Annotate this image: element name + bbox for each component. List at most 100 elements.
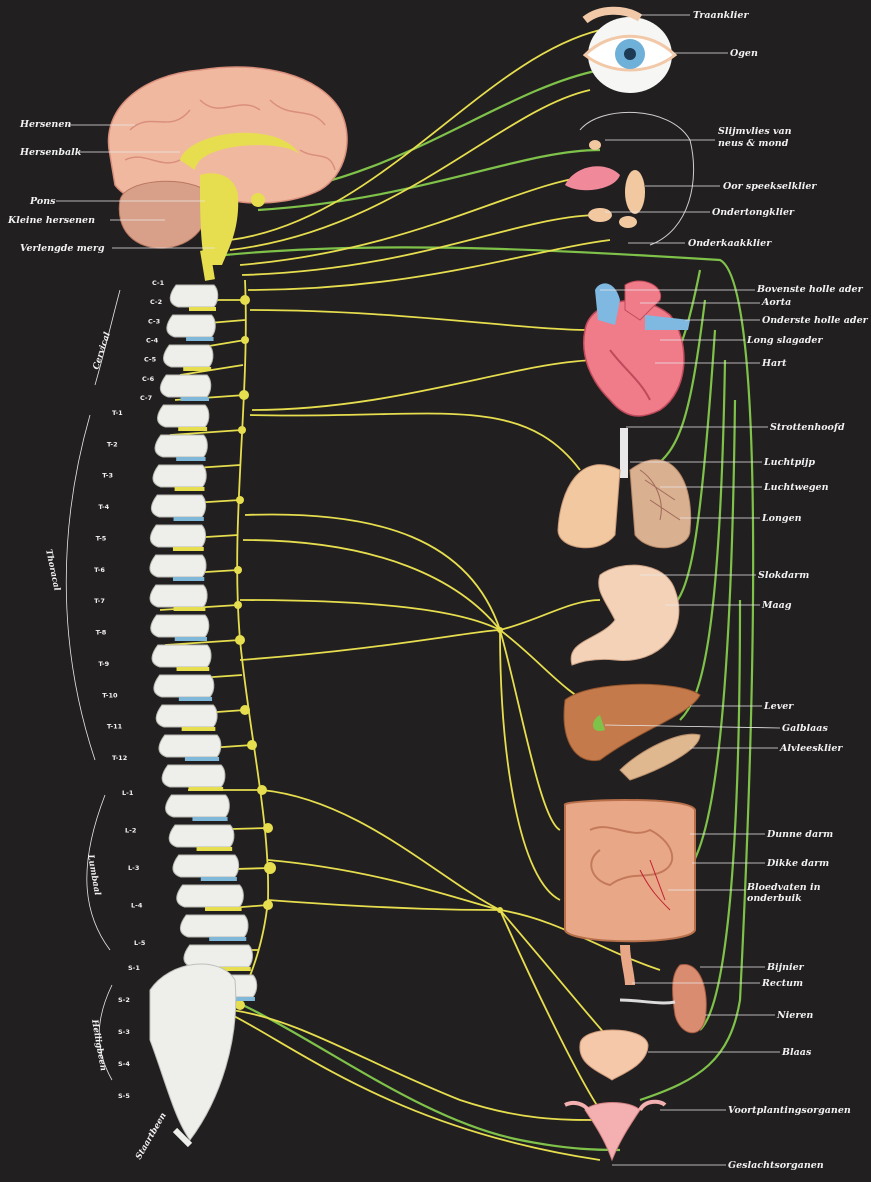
vertebra bbox=[153, 465, 206, 487]
label-region-heiligbeen: Heiligbeen bbox=[89, 1018, 108, 1072]
intervertebral-disc bbox=[173, 547, 204, 551]
vertebra bbox=[163, 345, 212, 367]
label-lever: Lever bbox=[763, 701, 794, 712]
label-alvleesklier: Alvleesklier bbox=[779, 743, 843, 754]
vertebra bbox=[170, 285, 218, 307]
label-dikke-darm: Dikke darm bbox=[766, 858, 829, 869]
intervertebral-disc bbox=[174, 607, 206, 611]
intervertebral-disc bbox=[174, 517, 204, 521]
label-hart: Hart bbox=[761, 358, 787, 369]
label-onderkaakklier: Onderkaakklier bbox=[688, 238, 772, 249]
vertebra-label: C-5 bbox=[144, 356, 157, 364]
reproductive-illustration bbox=[565, 1102, 665, 1160]
vertebra-label: S-3 bbox=[118, 1028, 130, 1036]
intervertebral-disc bbox=[189, 307, 216, 311]
vertebra-label: C-4 bbox=[146, 337, 159, 345]
label-region-thoracal: Thoracal bbox=[43, 549, 62, 593]
lungs-illustration bbox=[558, 428, 691, 548]
label-ogen: Ogen bbox=[730, 48, 758, 59]
intervertebral-disc bbox=[197, 847, 233, 851]
label-oor-speekselklier: Oor speekselklier bbox=[723, 181, 817, 192]
vertebra-label: T-12 bbox=[112, 754, 127, 762]
vertebra bbox=[160, 375, 210, 397]
label-kleine-hersenen: Kleine hersenen bbox=[7, 215, 95, 226]
vertebra-label: T-5 bbox=[96, 534, 107, 542]
label-blaas: Blaas bbox=[781, 1047, 812, 1058]
label-maag: Maag bbox=[761, 600, 792, 611]
vertebra bbox=[151, 495, 205, 517]
intervertebral-disc bbox=[186, 337, 213, 341]
vertebra bbox=[173, 855, 239, 877]
vertebra bbox=[166, 795, 230, 817]
vertebra bbox=[150, 555, 206, 577]
vertebra-label: L-1 bbox=[122, 789, 134, 797]
vertebra-label: T-2 bbox=[107, 440, 118, 448]
intervertebral-disc bbox=[192, 817, 227, 821]
label-luchtwegen: Luchtwegen bbox=[763, 482, 829, 493]
heart-illustration bbox=[584, 281, 690, 416]
label-galblaas: Galblaas bbox=[782, 723, 828, 734]
label-slijmvlies: Slijmvlies vanneus & mond bbox=[718, 126, 792, 149]
vertebra-label: T-8 bbox=[96, 629, 107, 637]
intervertebral-disc bbox=[205, 907, 242, 911]
label-long-slagader: Long slagader bbox=[746, 335, 823, 346]
intervertebral-disc bbox=[176, 457, 205, 461]
vertebra-label: T-3 bbox=[102, 472, 113, 480]
intervertebral-disc bbox=[185, 757, 219, 761]
label-aorta: Aorta bbox=[761, 297, 791, 308]
intervertebral-disc bbox=[173, 577, 204, 581]
vertebra-label: L-2 bbox=[125, 827, 136, 835]
label-longen: Longen bbox=[761, 513, 802, 524]
brain-illustration bbox=[108, 67, 347, 265]
vertebra bbox=[167, 315, 216, 337]
label-verlengde-merg: Verlengde merg bbox=[20, 243, 105, 254]
vertebra-label: T-4 bbox=[98, 503, 109, 511]
intervertebral-disc bbox=[175, 637, 207, 641]
vertebra bbox=[156, 705, 217, 727]
vertebra bbox=[150, 585, 207, 607]
label-ondertongklier: Ondertongklier bbox=[712, 207, 795, 218]
vertebra bbox=[159, 735, 221, 757]
vertebra-label: C-2 bbox=[150, 298, 162, 306]
intervertebral-disc bbox=[178, 427, 207, 431]
vertebra bbox=[162, 765, 225, 787]
vertebra-label: C-3 bbox=[148, 317, 160, 325]
label-region-cervical: Cervical bbox=[91, 330, 113, 371]
vertebra bbox=[154, 675, 214, 697]
vertebra-label: L-4 bbox=[131, 902, 143, 910]
vertebra bbox=[169, 825, 234, 847]
vertebra-label: C-6 bbox=[142, 375, 155, 383]
intervertebral-disc bbox=[183, 367, 211, 371]
vertebra bbox=[150, 525, 205, 547]
label-strottenhoofd: Strottenhoofd bbox=[770, 422, 845, 433]
vertebra bbox=[184, 945, 253, 967]
label-geslachtsorganen: Geslachtsorganen bbox=[728, 1160, 824, 1171]
vertebra-label: T-7 bbox=[94, 597, 105, 605]
vertebra-label: S-5 bbox=[118, 1092, 130, 1100]
vertebra-label: S-4 bbox=[118, 1060, 130, 1068]
intervertebral-disc bbox=[189, 787, 224, 791]
label-hersenbalk: Hersenbalk bbox=[19, 147, 82, 158]
label-nieren: Nieren bbox=[776, 1010, 813, 1021]
label-region-staartbeen: Staartbeen bbox=[134, 1111, 169, 1161]
label-rectum: Rectum bbox=[761, 978, 803, 989]
intervertebral-disc bbox=[201, 877, 237, 881]
vertebra bbox=[152, 645, 211, 667]
head-glands-illustration bbox=[565, 112, 694, 245]
cerebellum bbox=[119, 181, 208, 248]
label-pons: Pons bbox=[29, 196, 56, 207]
label-dunne-darm: Dunne darm bbox=[766, 829, 833, 840]
vertebra-label: T-11 bbox=[107, 723, 123, 731]
label-hersenen: Hersenen bbox=[19, 119, 71, 130]
label-luchtpijp: Luchtpijp bbox=[763, 457, 815, 468]
vertebra-label: T-6 bbox=[94, 566, 105, 574]
vertebra bbox=[177, 885, 244, 907]
brain-labels: Hersenen Hersenbalk Pons Kleine hersenen… bbox=[7, 119, 105, 254]
vertebra-label: L-3 bbox=[128, 864, 139, 872]
intervertebral-disc bbox=[175, 487, 205, 491]
intestines-illustration bbox=[565, 800, 695, 985]
intervertebral-disc bbox=[181, 397, 209, 401]
label-bovenste-holle-ader: Bovenste holle ader bbox=[756, 284, 864, 295]
eye-illustration bbox=[585, 11, 675, 93]
